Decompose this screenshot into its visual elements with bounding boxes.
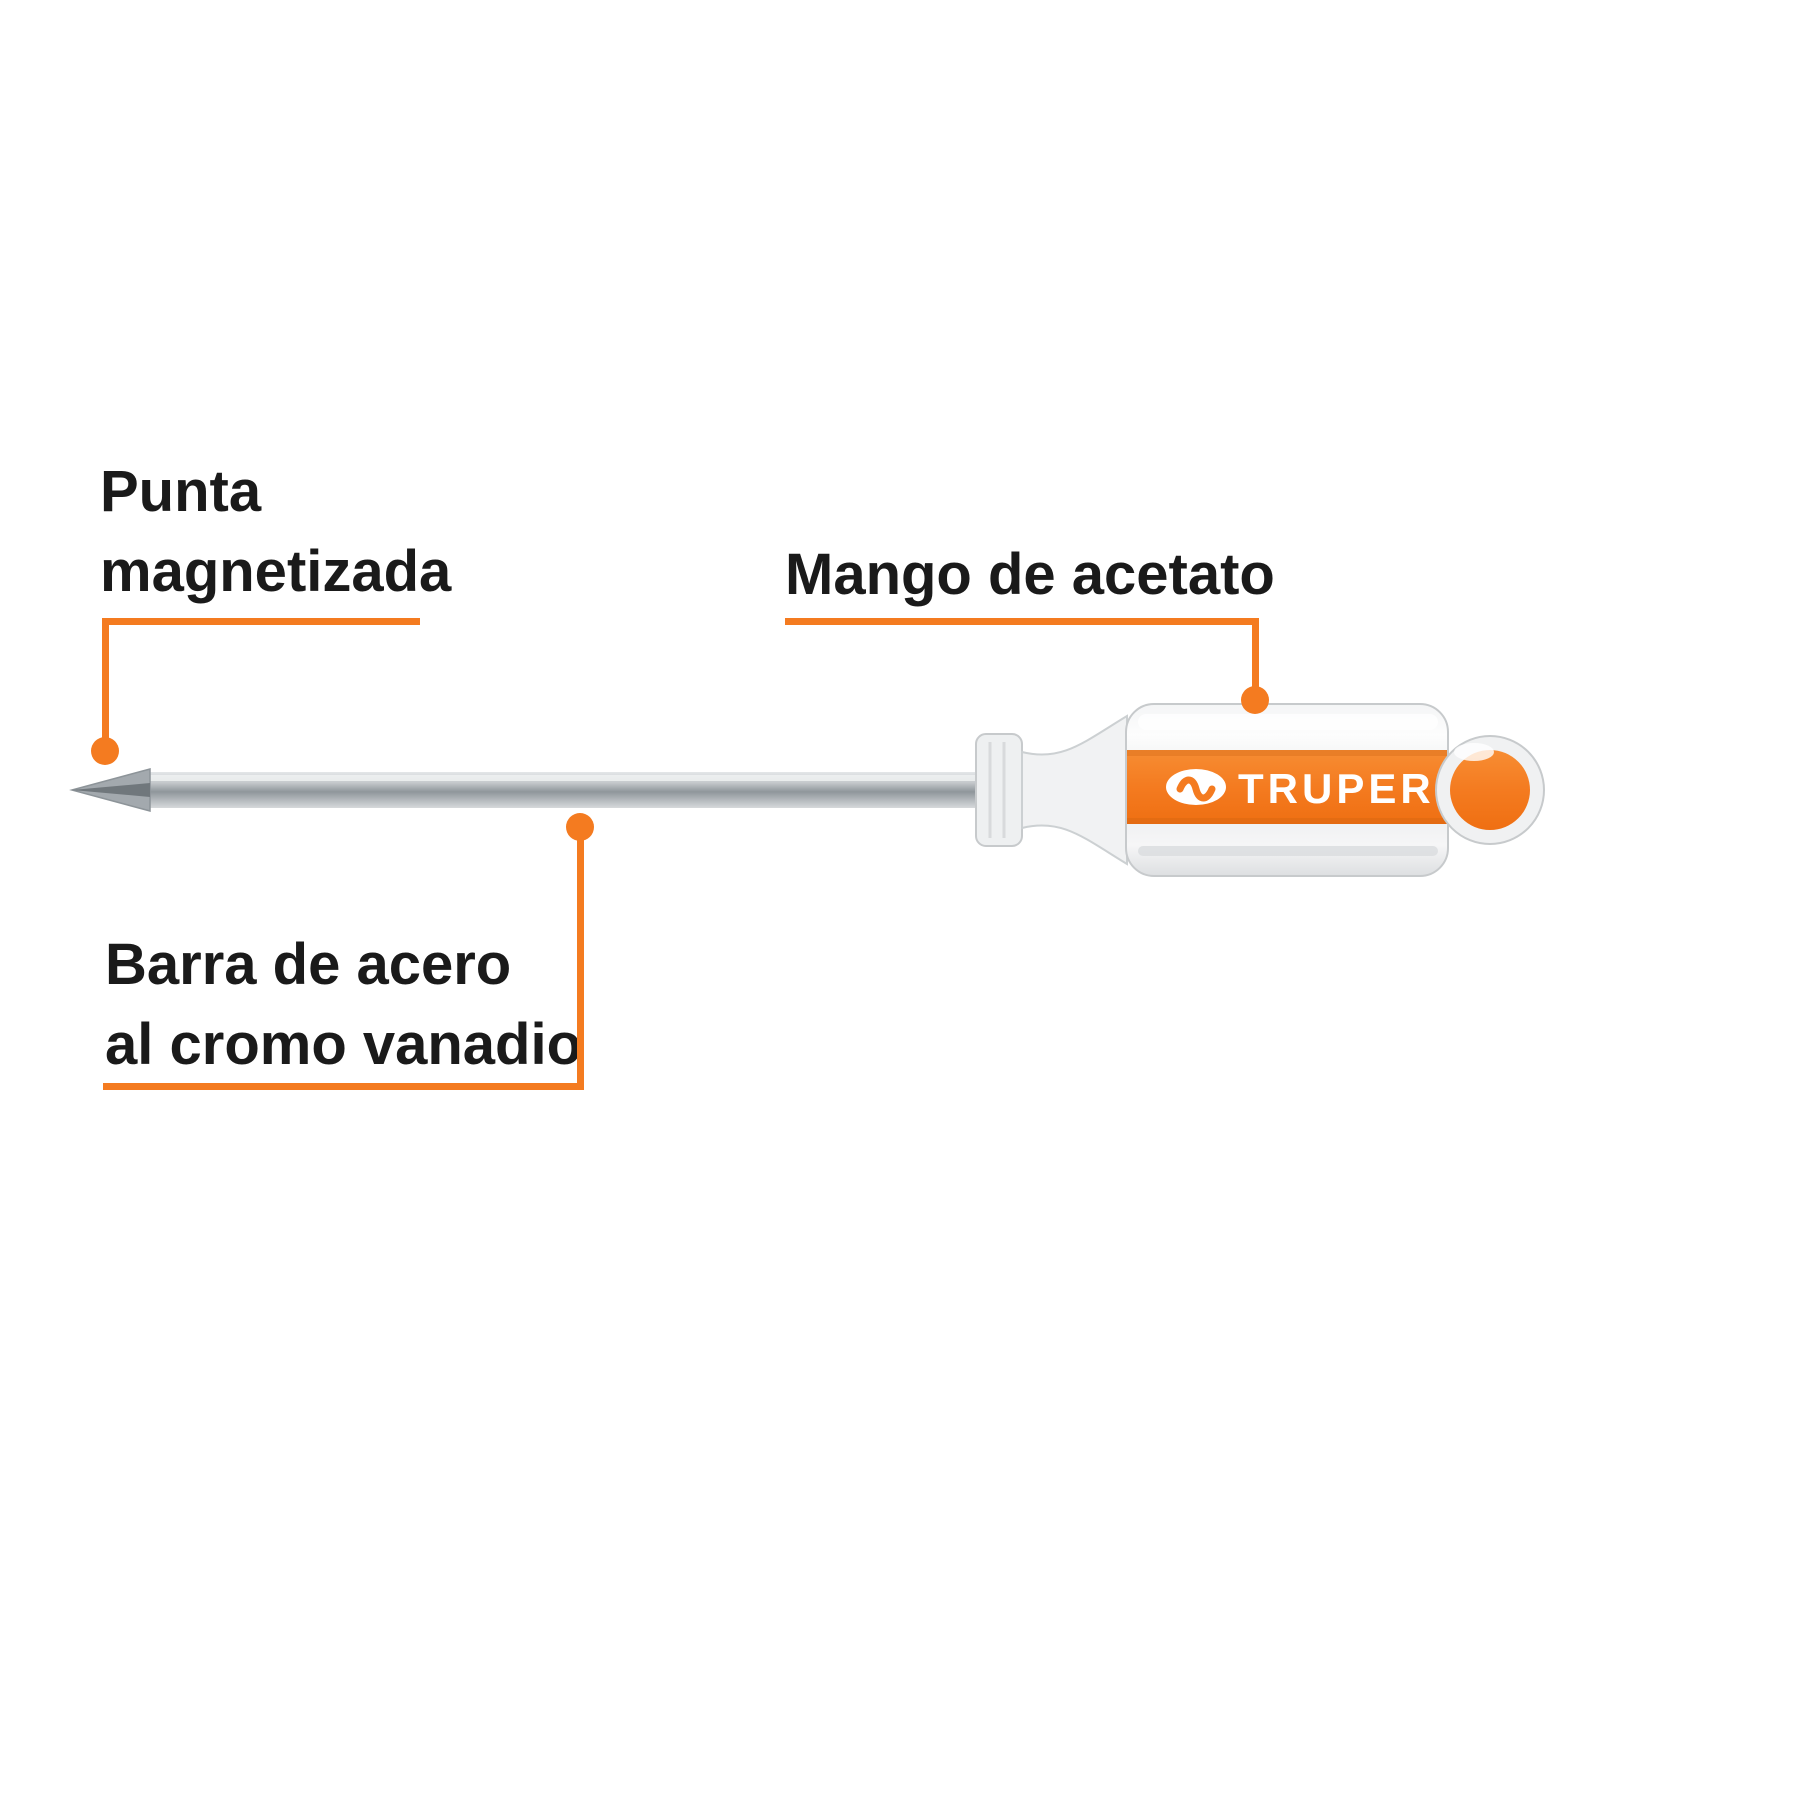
callout-line-punta-h <box>102 618 420 625</box>
callout-dot-punta <box>91 737 119 765</box>
label-punta-line2: magnetizada <box>100 539 452 605</box>
label-mango-de-acetato: Mango de acetato <box>785 535 1275 615</box>
label-punta-line1: Punta <box>100 459 262 524</box>
label-barra-line2: al cromo vanadio <box>105 1012 583 1078</box>
screwdriver-ferrule <box>975 714 1128 866</box>
brand-text: TRUPER <box>1238 765 1435 812</box>
screwdriver-tip <box>69 768 151 812</box>
callout-line-barra-h <box>103 1083 584 1090</box>
screwdriver-handle: TRUPER <box>1125 703 1449 877</box>
label-barra-de-acero: Barra de acero al cromo vanadio <box>105 925 582 1085</box>
label-punta-magnetizada: Punta magnetizada <box>100 452 451 612</box>
callout-line-mango-v <box>1252 618 1259 704</box>
screwdriver-shaft <box>138 772 986 808</box>
label-mango-text: Mango de acetato <box>785 542 1275 607</box>
truper-logo-icon <box>1166 769 1226 805</box>
end-cap-dot <box>1450 750 1530 830</box>
label-barra-line1: Barra de acero <box>105 932 512 997</box>
callout-line-punta-v <box>102 618 109 748</box>
callout-line-mango-h <box>785 618 1259 625</box>
end-cap <box>1435 735 1545 845</box>
callout-dot-mango <box>1241 686 1269 714</box>
callout-line-barra-v <box>577 827 584 1090</box>
